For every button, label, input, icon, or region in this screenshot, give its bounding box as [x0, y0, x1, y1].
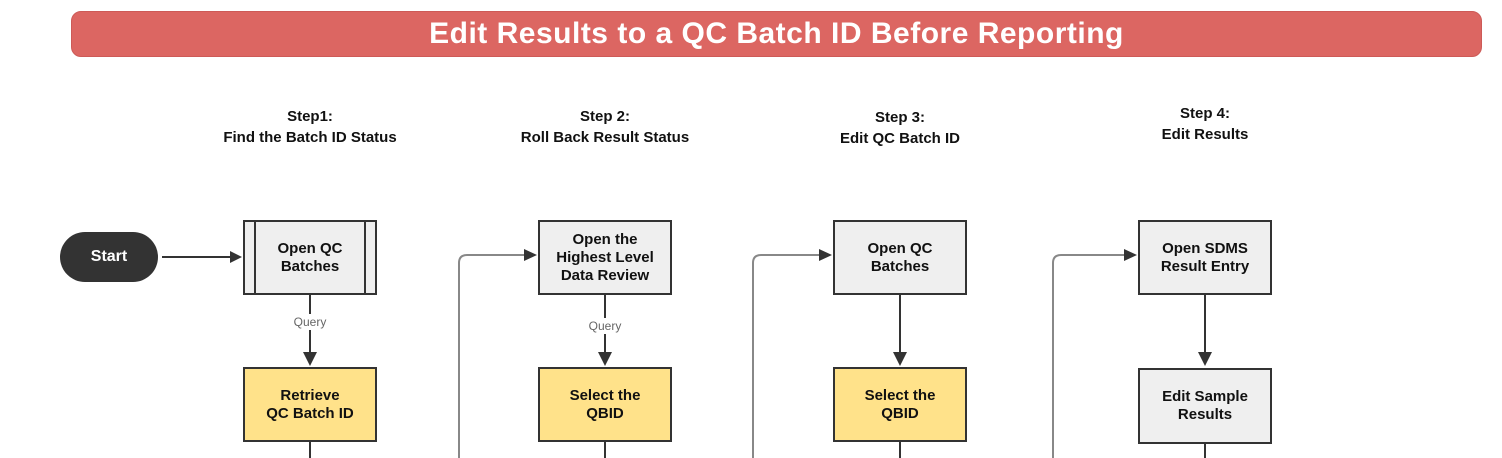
step-2-subtitle: Roll Back Result Status	[520, 129, 690, 146]
edge-label-query-step1: Query	[278, 314, 342, 330]
node-edit-sample-results: Edit Sample Results	[1138, 368, 1272, 444]
subroutine-bar-left	[254, 222, 256, 293]
loop-connector-step3	[752, 249, 832, 458]
step-1-header: Step1: Find the Batch ID Status	[180, 106, 440, 148]
step-3-header: Step 3: Edit QC Batch ID	[770, 107, 1030, 149]
node-label: Open QC Batches	[867, 239, 933, 275]
node-label: Edit Sample Results	[1162, 388, 1248, 423]
page-title: Edit Results to a QC Batch ID Before Rep…	[71, 11, 1482, 57]
node-retrieve-qc-batch-id: Retrieve QC Batch ID	[243, 367, 377, 442]
node-label: Select the QBID	[569, 386, 641, 422]
stub-lines-bottom	[309, 442, 1206, 458]
step-3-subtitle: Edit QC Batch ID	[839, 130, 960, 147]
edge-label-query-step2: Query	[573, 318, 637, 334]
node-label: Open SDMS Result Entry	[1160, 239, 1250, 275]
node-label: Retrieve QC Batch ID	[266, 386, 354, 422]
step-3-title: Step 3:	[874, 109, 925, 126]
arrow-step3-down	[893, 295, 907, 366]
node-label: Select the QBID	[864, 386, 936, 422]
arrow-step4-down	[1198, 295, 1212, 366]
arrow-step1-query	[303, 295, 317, 366]
step-4-header: Step 4: Edit Results	[1075, 103, 1335, 145]
loop-connector-step4	[1052, 249, 1137, 458]
node-select-qbid-step3: Select the QBID	[833, 367, 967, 442]
subroutine-bar-right	[364, 222, 366, 293]
node-label: Open QC Batches	[277, 239, 343, 275]
node-select-qbid-step2: Select the QBID	[538, 367, 672, 442]
node-open-qc-batches-step3: Open QC Batches	[833, 220, 967, 295]
start-node: Start	[60, 232, 158, 282]
step-4-subtitle: Edit Results	[1161, 126, 1249, 143]
node-label: Open the Highest Level Data Review	[556, 230, 654, 284]
node-open-highest-level-data-review: Open the Highest Level Data Review	[538, 220, 672, 295]
loop-connector-step2	[458, 249, 537, 458]
step-2-title: Step 2:	[579, 108, 630, 125]
arrow-start-to-step1	[162, 251, 242, 263]
node-open-qc-batches-step1: Open QC Batches	[243, 220, 377, 295]
node-open-sdms-result-entry: Open SDMS Result Entry	[1138, 220, 1272, 295]
step-1-title: Step1:	[287, 108, 333, 125]
step-1-subtitle: Find the Batch ID Status	[223, 129, 397, 146]
step-2-header: Step 2: Roll Back Result Status	[475, 106, 735, 148]
step-4-title: Step 4:	[1179, 105, 1230, 122]
